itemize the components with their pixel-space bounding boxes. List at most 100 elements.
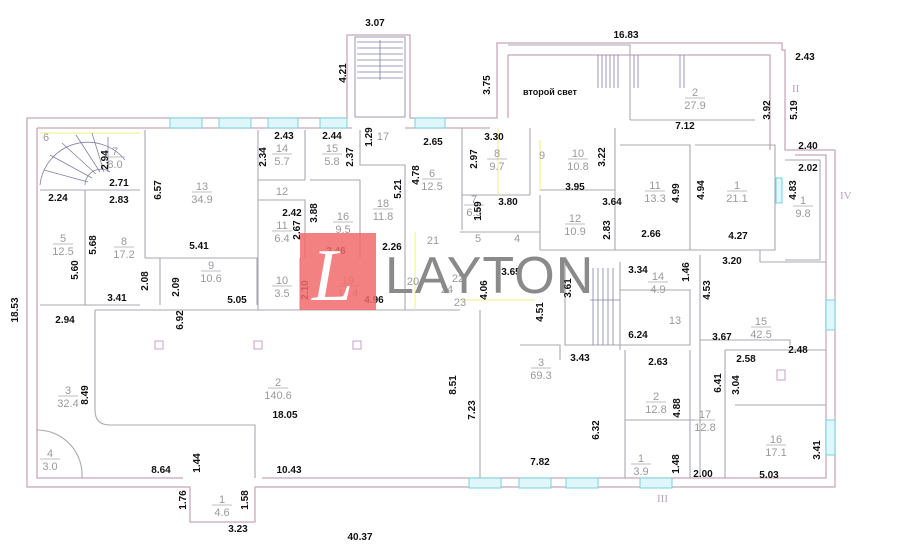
room-number: 7 — [471, 194, 477, 206]
room-area: 4.9 — [650, 284, 665, 296]
room-area: 13.3 — [644, 193, 665, 205]
room-number: 11 — [649, 180, 660, 192]
dimension-label: 4.94 — [696, 180, 707, 200]
dimension-label: 2.34 — [258, 147, 269, 167]
room-label: 14.6 — [212, 494, 232, 519]
dimension-label: 4.99 — [671, 183, 682, 203]
room-number: 9 — [539, 150, 545, 162]
dimension-label: 6.24 — [628, 330, 648, 341]
room-number: 5 — [475, 233, 481, 245]
dimension-label: 6.92 — [175, 310, 186, 330]
room-number: 5 — [60, 233, 66, 245]
room-label: 155.8 — [322, 143, 342, 168]
room-label: 22 — [452, 273, 464, 285]
room-area: 12.8 — [694, 422, 715, 434]
dimension-label: 5.05 — [227, 295, 247, 306]
dimension-label: 7.12 — [675, 121, 695, 132]
dimension-label: 3.23 — [228, 524, 248, 535]
dimension-label: 18.53 — [10, 297, 21, 322]
room-number: 23 — [454, 297, 466, 309]
room-label: 17 — [377, 131, 389, 143]
dimension-label: 3.61 — [563, 278, 574, 298]
room-label: 20 — [407, 276, 419, 288]
stair-central — [590, 268, 620, 345]
dimension-label: 1.76 — [178, 490, 189, 510]
dimension-label: 3.92 — [762, 100, 773, 120]
room-area: 32.4 — [57, 398, 78, 410]
room-number: 3 — [538, 357, 544, 369]
dimension-label: 2.63 — [648, 357, 668, 368]
room-area: 4.6 — [214, 507, 229, 519]
dimension-label: 2.42 — [282, 208, 302, 219]
dimension-label: 2.65 — [423, 137, 443, 148]
dimension-label: 6.57 — [153, 180, 164, 200]
room-label: 332.4 — [57, 385, 78, 410]
dimension-label: 10.43 — [276, 465, 301, 476]
dimension-label: 2.43 — [795, 52, 815, 63]
room-labels: 678.01334.9145.7155.81712116.4169.51811.… — [40, 87, 813, 519]
room-number: 8 — [494, 148, 500, 160]
room-label: 19.8 — [793, 195, 813, 220]
room-label: 910.6 — [200, 260, 221, 285]
room-number: 2 — [692, 87, 698, 99]
room-label: 227.9 — [684, 87, 705, 112]
dimension-label: 5.41 — [189, 241, 209, 252]
axis-label-iii: III — [657, 493, 668, 505]
dimension-label: 1.59 — [473, 201, 484, 221]
room-number: 2 — [653, 391, 659, 403]
dimension-label: 4.88 — [672, 398, 683, 418]
dimension-label: 8.64 — [151, 465, 171, 476]
room-area: 69.3 — [530, 370, 551, 382]
room-number: 20 — [407, 276, 419, 288]
dimension-label: 2.94 — [100, 150, 111, 170]
dimension-label: 7.82 — [530, 457, 550, 468]
dimension-label: 18.05 — [272, 410, 297, 421]
dimension-label: 5.03 — [759, 470, 779, 481]
room-number: 1 — [800, 195, 806, 207]
layton-logo: L LAYTON — [300, 233, 594, 317]
dimension-label: 2.71 — [109, 178, 129, 189]
room-number: 16 — [770, 434, 782, 446]
stair-spiral — [39, 132, 126, 186]
room-area: 3.9 — [633, 466, 648, 478]
room-number: 17 — [699, 409, 711, 421]
room-area: 11.8 — [373, 211, 394, 223]
logo-mark — [300, 233, 376, 310]
room-number: 7 — [112, 146, 118, 158]
dimension-label: 2.08 — [140, 271, 151, 291]
room-area: 10.8 — [567, 161, 588, 173]
room-area: 10.6 — [200, 273, 221, 285]
dimension-label: 1.46 — [681, 262, 692, 282]
room-area: 5.8 — [324, 156, 339, 168]
room-area: 9.8 — [795, 208, 810, 220]
dimension-label: 2.43 — [274, 131, 294, 142]
room-area: 3.0 — [42, 461, 57, 473]
room-number: 1 — [219, 494, 225, 506]
room-number: 18 — [377, 198, 389, 210]
logo-wordmark: LAYTON — [385, 247, 594, 305]
room-area: 42.5 — [750, 329, 771, 341]
columns — [154, 340, 786, 381]
dimension-label: 5.68 — [88, 235, 99, 255]
dimension-label: 4.53 — [702, 280, 713, 300]
axis-label-ii: II — [792, 83, 800, 95]
room-label: 23 — [454, 297, 466, 309]
room-area: 3.5 — [274, 288, 289, 300]
room-number: 1 — [734, 180, 740, 192]
room-number: 15 — [326, 143, 338, 155]
dimension-label: 8.51 — [448, 375, 459, 395]
stair-north — [354, 36, 406, 118]
room-label: 9 — [539, 150, 545, 162]
room-number: 11 — [276, 220, 287, 232]
dimension-label: 6.41 — [713, 373, 724, 393]
dimension-label: 3.80 — [498, 197, 518, 208]
room-number: 4 — [514, 233, 520, 245]
room-area: 17.2 — [113, 249, 134, 261]
room-label: 13 — [669, 315, 681, 327]
